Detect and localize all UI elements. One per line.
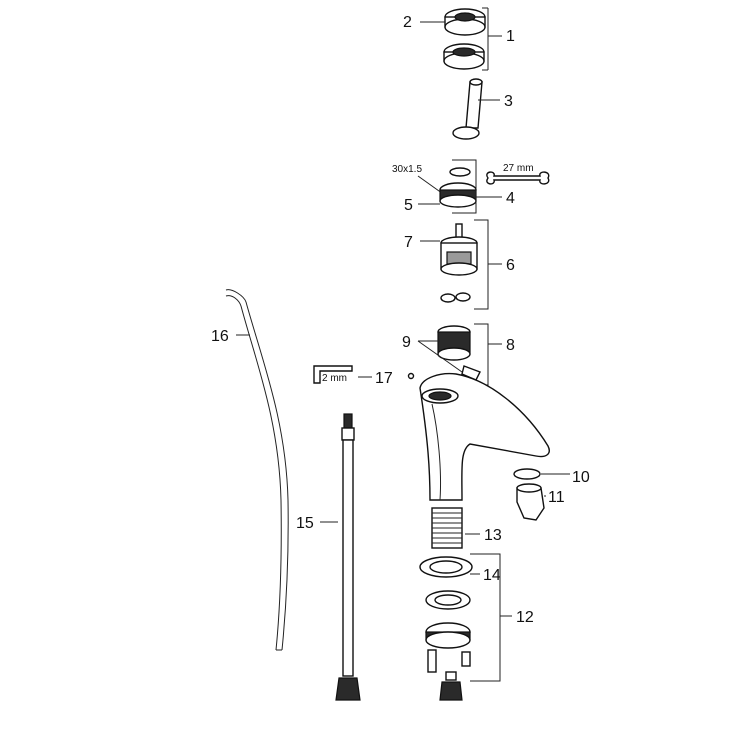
callout-10: 10 <box>572 469 590 486</box>
grub-screw-part-17 <box>407 372 415 380</box>
cap-nut-part-4 <box>439 167 477 208</box>
hose-connector-body <box>439 671 463 701</box>
callout-1: 1 <box>506 28 515 45</box>
seals-part-6 <box>440 292 471 303</box>
callout-13: 13 <box>484 527 502 544</box>
aerator-seal-part-10 <box>513 468 541 480</box>
callout-5: 5 <box>404 197 413 214</box>
curved-tube-part-16 <box>225 289 289 651</box>
hex-key-size: 2 mm <box>322 373 347 384</box>
threaded-shank-part-13 <box>431 507 463 549</box>
bracket-part-6 <box>474 219 502 310</box>
callout-2: 2 <box>403 14 412 31</box>
wrench-icon <box>486 171 550 185</box>
thread-spec: 30x1.5 <box>392 164 422 175</box>
callout-3: 3 <box>504 93 513 110</box>
callout-7: 7 <box>404 234 413 251</box>
callout-11: 11 <box>548 489 565 506</box>
callout-16: 16 <box>211 328 229 345</box>
wrench-size: 27 mm <box>503 163 534 174</box>
callout-6: 6 <box>506 257 515 274</box>
callout-8: 8 <box>506 337 515 354</box>
hex-key-icon <box>313 365 353 384</box>
callout-4: 4 <box>506 190 515 207</box>
bracket-part-12 <box>470 553 512 682</box>
callout-9: 9 <box>402 334 411 351</box>
ring-part-1-lower <box>443 43 485 70</box>
washer-part-14-lower <box>425 590 471 610</box>
flex-hose-part-15 <box>335 413 361 701</box>
stud-bolt-part-12 <box>427 649 471 673</box>
spout-body <box>419 372 550 501</box>
bracket-part-4 <box>452 159 502 214</box>
housing-part-9 <box>437 325 481 381</box>
callout-14: 14 <box>483 567 501 584</box>
bracket-part-1 <box>482 7 502 71</box>
callout-15: 15 <box>296 515 314 532</box>
lever-handle-part-3 <box>452 78 483 140</box>
callout-17: 17 <box>375 370 393 387</box>
cartridge-part-7 <box>440 223 478 276</box>
washer-part-14-upper <box>419 556 473 578</box>
aerator-part-11 <box>516 483 545 521</box>
ring-part-2 <box>444 8 486 36</box>
mounting-plate-part-12 <box>425 622 471 649</box>
callout-12: 12 <box>516 609 534 626</box>
